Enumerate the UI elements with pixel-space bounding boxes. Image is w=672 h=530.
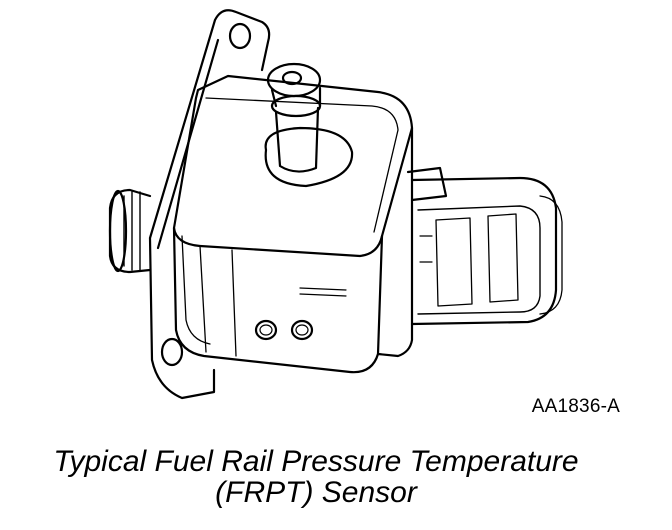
vent-holes bbox=[254, 319, 314, 341]
vent-hole-left bbox=[254, 319, 278, 341]
vent-hole-right bbox=[290, 319, 314, 341]
part-code-label: AA1836-A bbox=[531, 396, 620, 417]
figure-caption: Typical Fuel Rail Pressure Temperature (… bbox=[0, 446, 632, 508]
flange-hole-bottom bbox=[160, 337, 184, 367]
caption-line-1: Typical Fuel Rail Pressure Temperature bbox=[53, 445, 579, 478]
nipple-opening bbox=[281, 70, 303, 86]
electrical-connector bbox=[406, 166, 563, 326]
threaded-port bbox=[108, 188, 152, 274]
pressure-nipple bbox=[264, 62, 354, 188]
caption-line-2: (FRPT) Sensor bbox=[215, 476, 417, 509]
flange-hole-top bbox=[228, 22, 252, 50]
mounting-flange bbox=[148, 9, 271, 400]
sensor-body bbox=[172, 74, 414, 374]
